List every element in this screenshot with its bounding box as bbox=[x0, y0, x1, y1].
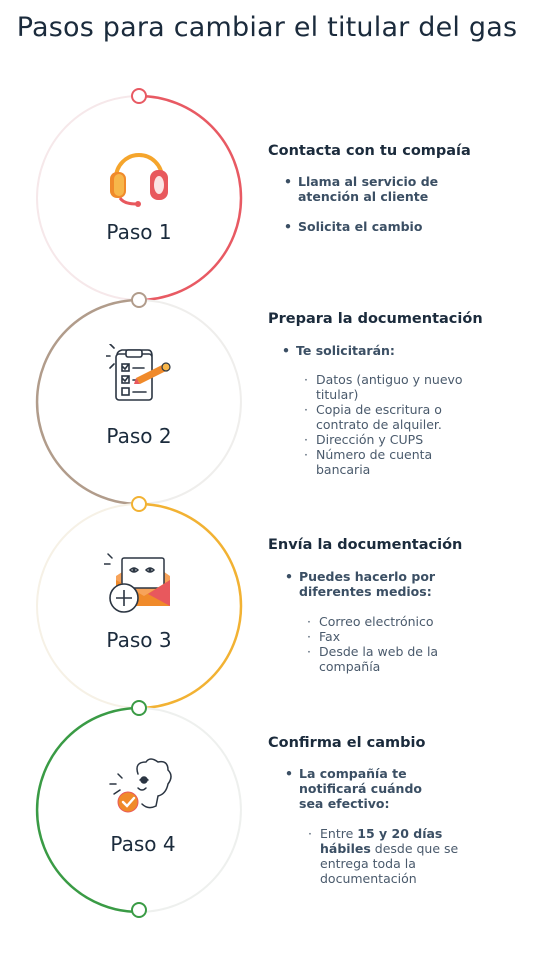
headset-icon bbox=[106, 146, 172, 212]
step-4-bullet-1: La compañía te notificará cuándo sea efe… bbox=[285, 766, 449, 811]
step-3-heading: Envía la documentación bbox=[268, 537, 463, 553]
step-1-bullet-2: Solicita el cambio bbox=[284, 219, 448, 234]
ring-3-colored-half bbox=[138, 502, 243, 710]
step-2-bullet-1: Te solicitarán: bbox=[282, 343, 456, 358]
clipboard-checklist-icon bbox=[105, 343, 172, 412]
step-2-sub-2: Copia de escritura o contrato de alquile… bbox=[304, 402, 486, 432]
step-3-bullet-1: Puedes hacerlo por diferentes medios: bbox=[285, 569, 449, 599]
step-2-sub-3: Dirección y CUPS bbox=[304, 432, 486, 447]
ring-3-faint-half bbox=[36, 503, 140, 709]
step-4-heading: Confirma el cambio bbox=[268, 735, 426, 751]
step-3-sub-2: Fax bbox=[307, 629, 479, 644]
step-1-label: Paso 1 bbox=[106, 220, 172, 244]
step-2-label: Paso 2 bbox=[106, 424, 172, 448]
step-3-sub-1: Correo electrónico bbox=[307, 614, 479, 629]
envelope-plus-icon bbox=[103, 550, 174, 618]
node-dot-1 bbox=[131, 88, 147, 104]
step-1-heading: Contacta con tu compaía bbox=[268, 143, 471, 159]
step-2-heading: Prepara la documentación bbox=[268, 311, 483, 327]
ring-2-faint-half bbox=[138, 299, 242, 505]
ring-1-faint-half bbox=[36, 95, 140, 301]
step-2-sub-1: Datos (antiguo y nuevo titular) bbox=[304, 372, 486, 402]
step-1-bullet-1: Llama al servicio de atención al cliente bbox=[284, 174, 448, 204]
page-title: Pasos para cambiar el titular del gas bbox=[16, 12, 518, 43]
node-dot-5 bbox=[131, 902, 147, 918]
ring-2-colored-half bbox=[35, 298, 140, 506]
node-dot-3 bbox=[131, 496, 147, 512]
step-4-detail-pre: Entre bbox=[320, 826, 358, 841]
step-4-detail: Entre 15 y 20 días hábiles desde que se … bbox=[308, 826, 470, 886]
ring-4-colored-half bbox=[35, 706, 140, 914]
step-2-sub-4: Número de cuenta bancaria bbox=[304, 447, 486, 477]
step-3-label: Paso 3 bbox=[106, 628, 172, 652]
step-3-sub-3: Desde la web de la compañía bbox=[307, 644, 479, 674]
ring-4-faint-half bbox=[138, 707, 242, 913]
node-dot-2 bbox=[131, 292, 147, 308]
node-dot-4 bbox=[131, 700, 147, 716]
ring-1-colored-half bbox=[138, 94, 243, 302]
step-4-label: Paso 4 bbox=[110, 832, 176, 856]
person-check-icon bbox=[108, 758, 174, 822]
step-4-detail-post: desde que se entrega toda la documentaci… bbox=[320, 841, 459, 886]
step-4-detail-bold: 15 y 20 días hábiles bbox=[320, 826, 443, 856]
